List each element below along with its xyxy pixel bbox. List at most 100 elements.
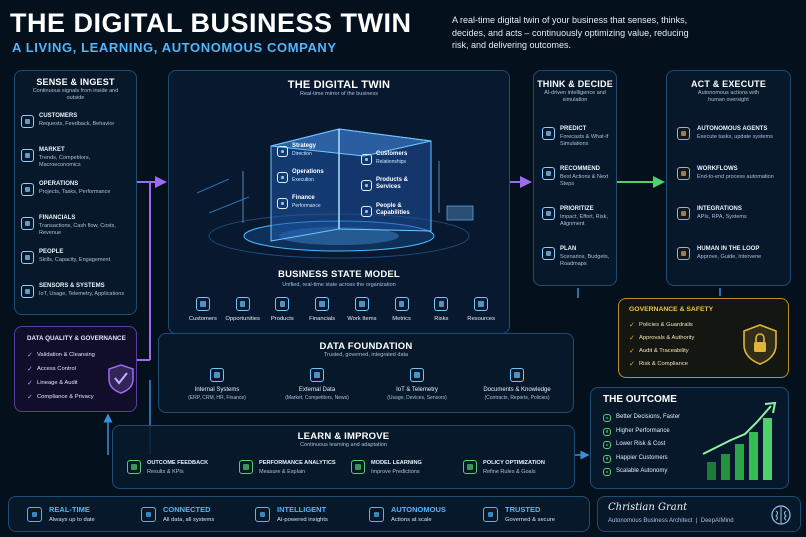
entity-5-icon bbox=[394, 297, 409, 311]
sense-item-operations: OPERATIONS Projects, Tasks, Performance bbox=[21, 181, 133, 211]
outcome-item-label: Higher Performance bbox=[616, 427, 670, 434]
entity-3-icon bbox=[315, 297, 330, 311]
dq-title: DATA QUALITY & GOVERNANCE bbox=[27, 335, 126, 342]
learn-item-label: POLICY OPTIMIZATION bbox=[483, 460, 545, 466]
sense-item-desc: Projects, Tasks, Performance bbox=[39, 189, 111, 195]
entity-label: Products bbox=[270, 316, 294, 322]
entity-opportunities: Opportunities bbox=[223, 295, 263, 329]
footer-item-label: AUTONOMOUS bbox=[391, 505, 446, 514]
cube-cube_right-2-icon bbox=[361, 206, 372, 217]
dq-item: ✓ Access Control bbox=[27, 365, 107, 377]
footer-item-desc: All data, all systems bbox=[163, 517, 215, 523]
sense-item-label: OPERATIONS bbox=[39, 181, 79, 187]
act-item-desc: End-to-end process automation bbox=[697, 174, 774, 180]
digital-twin-panel: THE DIGITAL TWIN Real-time mirror of the… bbox=[168, 70, 510, 334]
entity-risks: Risks bbox=[422, 295, 462, 329]
gov-item: ✓ Risk & Compliance bbox=[629, 360, 729, 372]
cube-face-desc: Performance bbox=[292, 203, 321, 209]
foundation-2-icon bbox=[410, 368, 424, 382]
act-item-label: AUTONOMOUS AGENTS bbox=[697, 126, 768, 132]
act-item-label: INTEGRATIONS bbox=[697, 206, 742, 212]
outcome-3-icon bbox=[603, 454, 611, 463]
act-item-label: HUMAN IN THE LOOP bbox=[697, 246, 760, 252]
think-item-label: RECOMMEND bbox=[560, 166, 600, 172]
learn-1-icon bbox=[239, 460, 253, 474]
think-item-label: PRIORITIZE bbox=[560, 206, 594, 212]
entity-1-icon bbox=[235, 297, 250, 311]
sense-item-desc: Transactions, Cash flow, Costs, Revenue bbox=[39, 223, 116, 237]
foundation-item-label: Internal Systems bbox=[194, 387, 240, 393]
shield-check-icon bbox=[108, 364, 134, 394]
act-0-icon bbox=[677, 127, 690, 140]
customers-icon bbox=[21, 115, 34, 128]
learn-item-desc: Improve Predictions bbox=[371, 469, 420, 475]
think-decide-panel: THINK & DECIDE AI-driven intelligence an… bbox=[533, 70, 617, 286]
think-item-label: PLAN bbox=[560, 246, 577, 252]
learn-item-desc: Measure & Explain bbox=[259, 469, 306, 475]
financials-icon bbox=[21, 217, 34, 230]
foundation-item-label: Documents & Knowledge bbox=[483, 387, 551, 393]
think-item-desc: Forecasts & What-if Simulations bbox=[560, 134, 609, 148]
foundation-desc: Trusted, governed, integrated data bbox=[323, 352, 409, 358]
sensors-icon bbox=[21, 285, 34, 298]
sense-item-desc: Trends, Competitors, Macroeconomics bbox=[39, 155, 91, 169]
footer-2-icon bbox=[255, 507, 270, 522]
dq-item: ✓Lineage & Audit bbox=[27, 379, 107, 391]
check-icon: ✓ bbox=[27, 366, 33, 373]
act-desc: Autonomous actions with human oversight bbox=[697, 90, 760, 103]
outcome-item: Better Decisions, Faster bbox=[603, 413, 713, 425]
outcome-item: Happier Customers bbox=[603, 454, 713, 466]
cube-face-label: Customers bbox=[376, 151, 408, 157]
foundation-item-desc: (ERP, CRM, HR, Finance) bbox=[188, 395, 246, 401]
check-icon: ✓ bbox=[629, 361, 635, 368]
sense-item-label: CUSTOMERS bbox=[39, 113, 78, 119]
foundation-3-icon bbox=[510, 368, 524, 382]
think-predict-icon bbox=[542, 127, 555, 140]
learn-item-desc: Refine Rules & Goals bbox=[483, 469, 536, 475]
learn-title: LEARN & IMPROVE bbox=[297, 431, 390, 442]
footer-3-icon bbox=[369, 507, 384, 522]
entity-metrics: Metrics bbox=[382, 295, 422, 329]
cube-face-label: Products & Services bbox=[376, 177, 409, 190]
entity-label: Opportunities bbox=[225, 316, 260, 322]
dq-item-label: Lineage & Audit bbox=[37, 380, 78, 386]
learn-desc: Continuous learning and adaptation bbox=[300, 442, 387, 448]
sense-item-label: PEOPLE bbox=[39, 249, 64, 255]
dq-item-label: Access Control bbox=[37, 366, 76, 372]
sense-ingest-panel: SENSE & INGEST Continuous signals from i… bbox=[14, 70, 137, 315]
foundation-item-label: IoT & Telemetry bbox=[396, 387, 438, 393]
entity-label: Resources bbox=[467, 316, 495, 322]
intro-text: A real-time digital twin of your busines… bbox=[452, 15, 689, 51]
page-subtitle: A LIVING, LEARNING, AUTONOMOUS COMPANY bbox=[12, 40, 337, 55]
gov-item: ✓Audit & Traceability bbox=[629, 347, 729, 359]
think-plan-icon bbox=[542, 247, 555, 260]
gov-item-label: Risk & Compliance bbox=[639, 361, 688, 367]
data-quality-panel: DATA QUALITY & GOVERNANCE ✓Validation & … bbox=[14, 326, 137, 412]
cube-cube_left-2-icon bbox=[277, 198, 288, 209]
dq-item: ✓Compliance & Privacy bbox=[27, 393, 107, 405]
foundation-item-1: External Data(Market, Competitors, News) bbox=[267, 368, 367, 410]
foundation-1-icon bbox=[310, 368, 324, 382]
footer-item-label: TRUSTED bbox=[505, 505, 541, 514]
entity-label: Metrics bbox=[392, 316, 411, 322]
cube-cube_left-1-icon bbox=[277, 172, 288, 183]
outcome-item: Lower Risk & Cost bbox=[603, 440, 713, 452]
think-item-desc: Impact, Effort, Risk, Alignment bbox=[560, 214, 608, 228]
footer-item-label: REAL-TIME bbox=[49, 505, 90, 514]
cube-cube_right-0-icon bbox=[361, 154, 372, 165]
entity-label: Customers bbox=[188, 316, 217, 322]
